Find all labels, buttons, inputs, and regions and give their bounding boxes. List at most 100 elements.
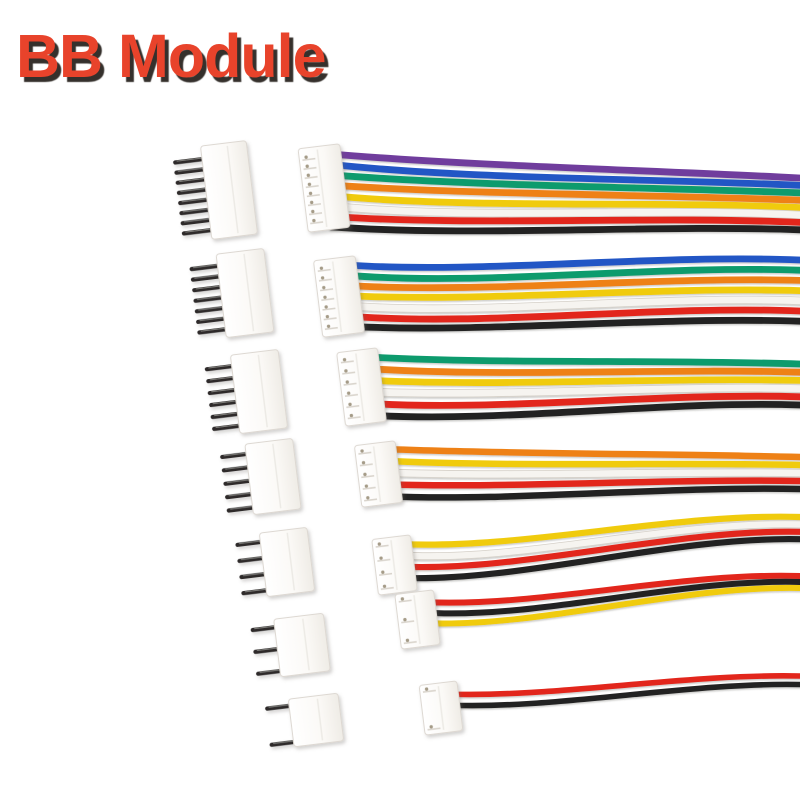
header-pin-highlight	[225, 465, 251, 470]
contact-window	[400, 597, 405, 601]
contact-slot	[343, 382, 357, 386]
female-connector-4pin	[371, 534, 418, 596]
wire-yellow	[396, 513, 800, 548]
wire-white	[396, 521, 800, 560]
header-pin-highlight	[196, 295, 224, 300]
header-pin-highlight	[273, 740, 296, 744]
contact-slot	[422, 689, 436, 693]
contact-slot	[379, 572, 393, 576]
female-connector-body	[354, 440, 403, 508]
contact-window	[405, 638, 410, 643]
contact-window	[320, 276, 325, 280]
header-pin-highlight	[230, 505, 255, 510]
contact-window	[381, 570, 385, 574]
contact-slot	[377, 558, 391, 562]
contact-window	[348, 402, 352, 407]
header-pin-highlight	[180, 187, 209, 193]
contact-window	[366, 496, 370, 500]
contact-window	[326, 324, 331, 328]
female-connector-2pin	[418, 680, 464, 736]
male-header-body	[200, 140, 258, 240]
connector-pair-5pin	[220, 438, 800, 515]
female-connector-seam	[390, 540, 398, 590]
contact-slot	[344, 393, 358, 397]
contact-slot	[303, 166, 317, 171]
wire-green	[327, 171, 800, 197]
male-header-body	[259, 527, 315, 597]
wire-orange	[364, 365, 800, 376]
wire-purple	[327, 150, 800, 182]
wire-black	[443, 681, 800, 709]
contact-slot	[305, 184, 319, 189]
header-pin-highlight	[268, 704, 292, 708]
male-header-4pin	[235, 527, 315, 597]
product-title: BB Module	[16, 22, 327, 90]
contact-slot	[342, 371, 356, 375]
wire-black	[364, 400, 800, 421]
male-header-6pin	[204, 349, 288, 434]
contact-window	[345, 380, 349, 384]
contact-slot	[364, 498, 378, 502]
contact-window	[382, 584, 387, 588]
wire-green	[364, 353, 800, 368]
header-pin-highlight	[199, 316, 227, 322]
contact-slot	[318, 278, 332, 282]
connector-pair-6pin	[204, 347, 800, 434]
wire-bundle-6pin	[363, 353, 800, 421]
wire-red	[364, 392, 800, 409]
header-pin-highlight	[184, 218, 212, 223]
header-pin-highlight	[177, 167, 206, 172]
contact-window	[379, 556, 383, 560]
contact-slot	[359, 463, 373, 467]
header-pin-highlight	[242, 572, 267, 577]
contact-window	[307, 182, 312, 187]
contact-window	[319, 266, 324, 270]
contact-window	[424, 687, 429, 691]
contact-slot	[302, 157, 316, 161]
header-pin-highlight	[244, 588, 269, 593]
contact-slot	[403, 640, 417, 645]
wire-bundle-8pin	[326, 150, 800, 235]
male-header-5pin	[220, 438, 302, 515]
header-pin-highlight	[215, 423, 242, 429]
header-pin-highlight	[193, 264, 220, 269]
contact-slot	[361, 474, 375, 479]
wire-bundle-3pin	[420, 572, 800, 627]
contact-slot	[323, 317, 337, 321]
female-connector-body	[297, 143, 351, 233]
header-pin-highlight	[195, 285, 223, 290]
contact-slot	[358, 451, 372, 455]
wire-orange	[342, 276, 800, 292]
male-header-seam	[272, 443, 282, 509]
wire-bundle-5pin	[380, 445, 800, 501]
female-connector-3pin	[394, 589, 441, 650]
wire-white	[381, 469, 800, 478]
female-connector-seam	[413, 595, 421, 644]
header-pin-highlight	[226, 478, 252, 483]
contact-window	[312, 218, 316, 223]
connector-pair-2pin	[265, 673, 800, 748]
header-pin-highlight	[240, 556, 265, 561]
connector-pair-4pin	[235, 513, 800, 597]
header-pin-highlight	[223, 452, 249, 457]
contact-slot	[321, 297, 335, 302]
male-header-body	[215, 248, 275, 338]
female-connector-seam	[331, 261, 343, 333]
contact-slot	[362, 486, 376, 490]
male-header-seam	[243, 253, 255, 332]
contact-window	[309, 200, 314, 205]
wire-red	[443, 673, 800, 698]
female-connector-seam	[355, 353, 365, 422]
contact-slot	[304, 175, 318, 180]
contact-window	[346, 391, 351, 395]
header-pin-highlight	[194, 274, 222, 279]
contact-window	[349, 413, 354, 418]
wire-white	[342, 296, 800, 313]
contact-window	[308, 191, 313, 196]
contact-slot	[401, 620, 415, 624]
contact-window	[344, 369, 348, 373]
male-header-seam	[226, 145, 239, 234]
male-header-seam	[316, 698, 324, 741]
header-pin-highlight	[228, 492, 254, 497]
wire-black	[420, 578, 800, 617]
